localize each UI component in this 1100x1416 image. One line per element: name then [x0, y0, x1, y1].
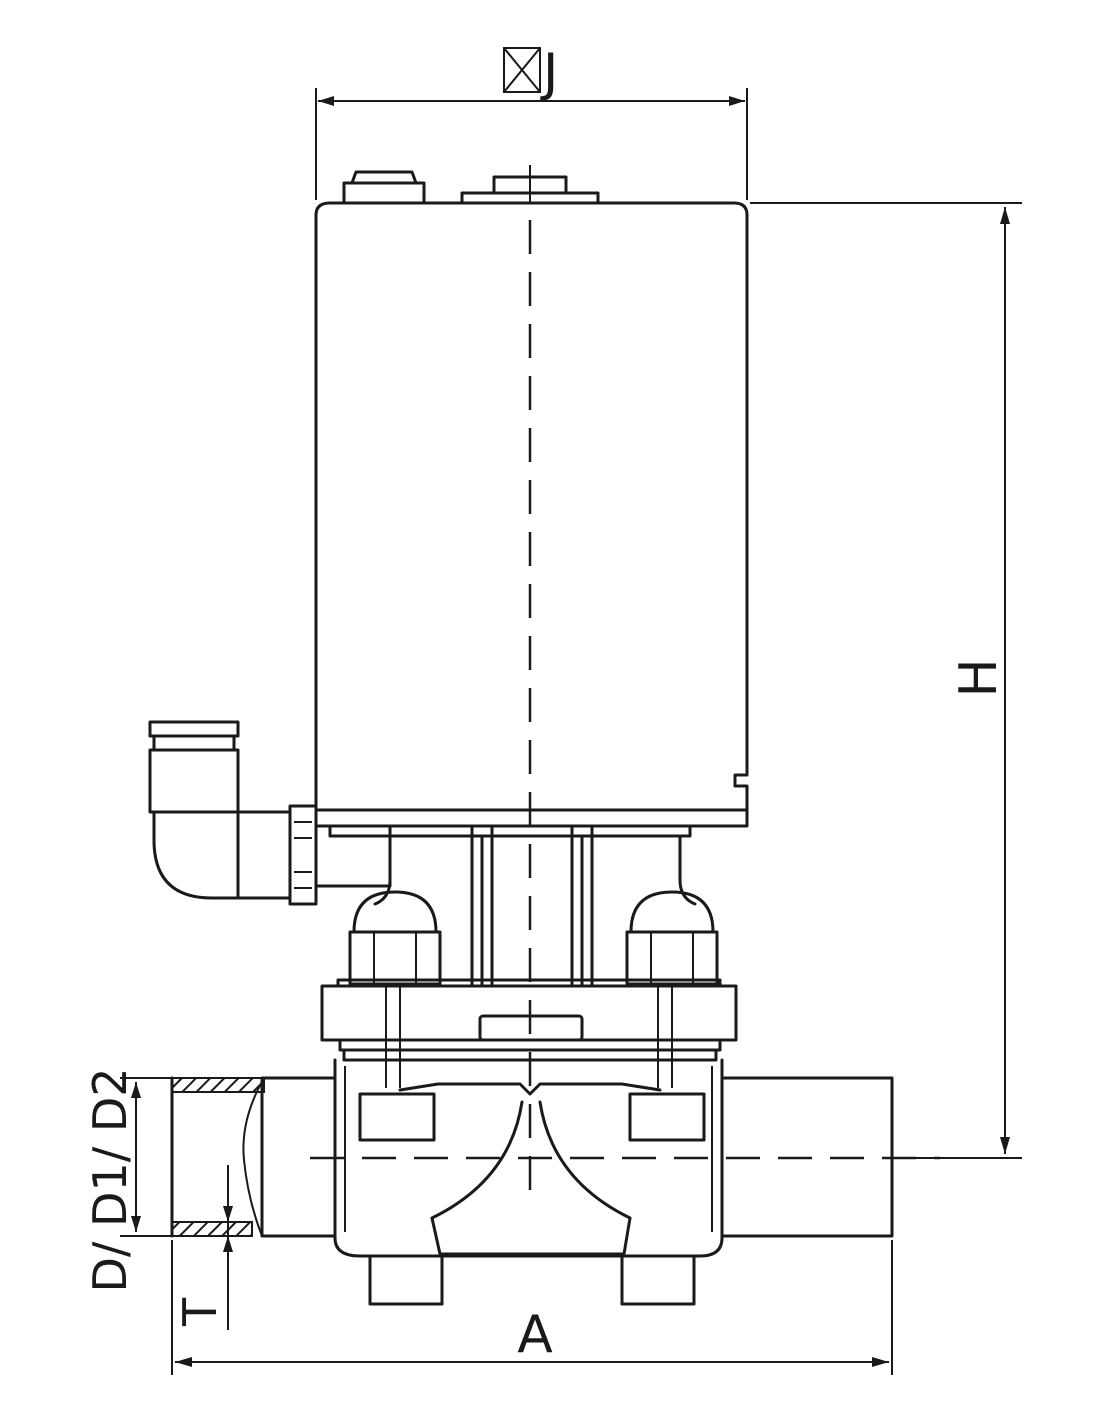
label-d-d1-d2: D/ D1/ D2: [83, 1067, 137, 1292]
label-j: J: [540, 43, 558, 103]
square-symbol-icon: [503, 47, 541, 93]
cap-nut-left: [348, 890, 442, 986]
label-t: T: [173, 1297, 227, 1327]
valve-body: [260, 1058, 894, 1306]
dimension-t: T: [173, 1165, 233, 1330]
air-fitting: [148, 720, 392, 906]
top-nut: [460, 165, 600, 205]
dimension-a: A: [171, 1240, 893, 1375]
yoke: [314, 808, 749, 988]
flange: [320, 978, 738, 1088]
indicator-cap: [342, 170, 426, 205]
pipe-section: [170, 1076, 265, 1238]
label-h: H: [949, 658, 1009, 697]
cap-nut-right: [625, 890, 719, 986]
actuator: [314, 165, 749, 812]
label-a: A: [517, 1305, 553, 1365]
dimension-d: D/ D1/ D2: [83, 1067, 172, 1293]
dimension-j: J: [315, 43, 748, 200]
dimension-h: H: [750, 202, 1022, 1159]
